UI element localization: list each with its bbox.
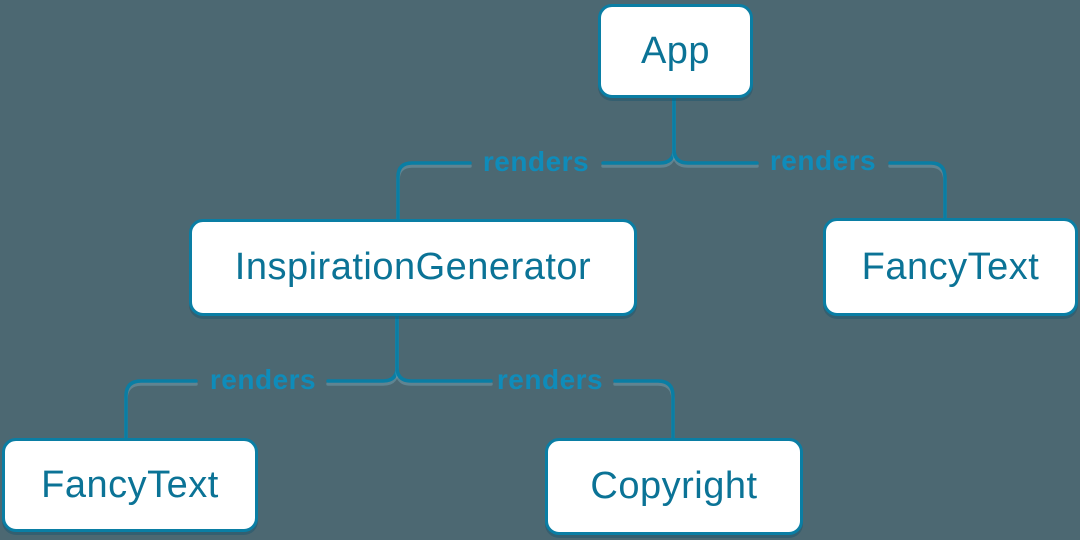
edge-label-inspirationgenerator-fancytext: renders [209, 364, 317, 395]
edge-inspirationgenerator-copyright [395, 313, 675, 440]
node-fancy-text-top-label: FancyText [861, 245, 1040, 288]
node-inspiration-generator-label: InspirationGenerator [234, 246, 592, 288]
node-app: App [598, 4, 753, 98]
node-inspiration-generator: InspirationGenerator [189, 219, 637, 316]
node-fancy-text-bottom-label: FancyText [41, 463, 219, 506]
edge-label-inspirationgenerator-copyright: renders [496, 364, 604, 395]
node-app-label: App [640, 29, 711, 72]
node-copyright: Copyright [545, 438, 803, 535]
node-fancy-text-bottom: FancyText [2, 438, 258, 532]
node-fancy-text-top: FancyText [823, 218, 1078, 316]
edge-app-fancytext [672, 96, 947, 220]
edge-label-app-inspirationgenerator: renders [482, 146, 590, 177]
edge-label-app-fancytext: renders [769, 145, 877, 176]
node-copyright-label: Copyright [590, 465, 758, 507]
